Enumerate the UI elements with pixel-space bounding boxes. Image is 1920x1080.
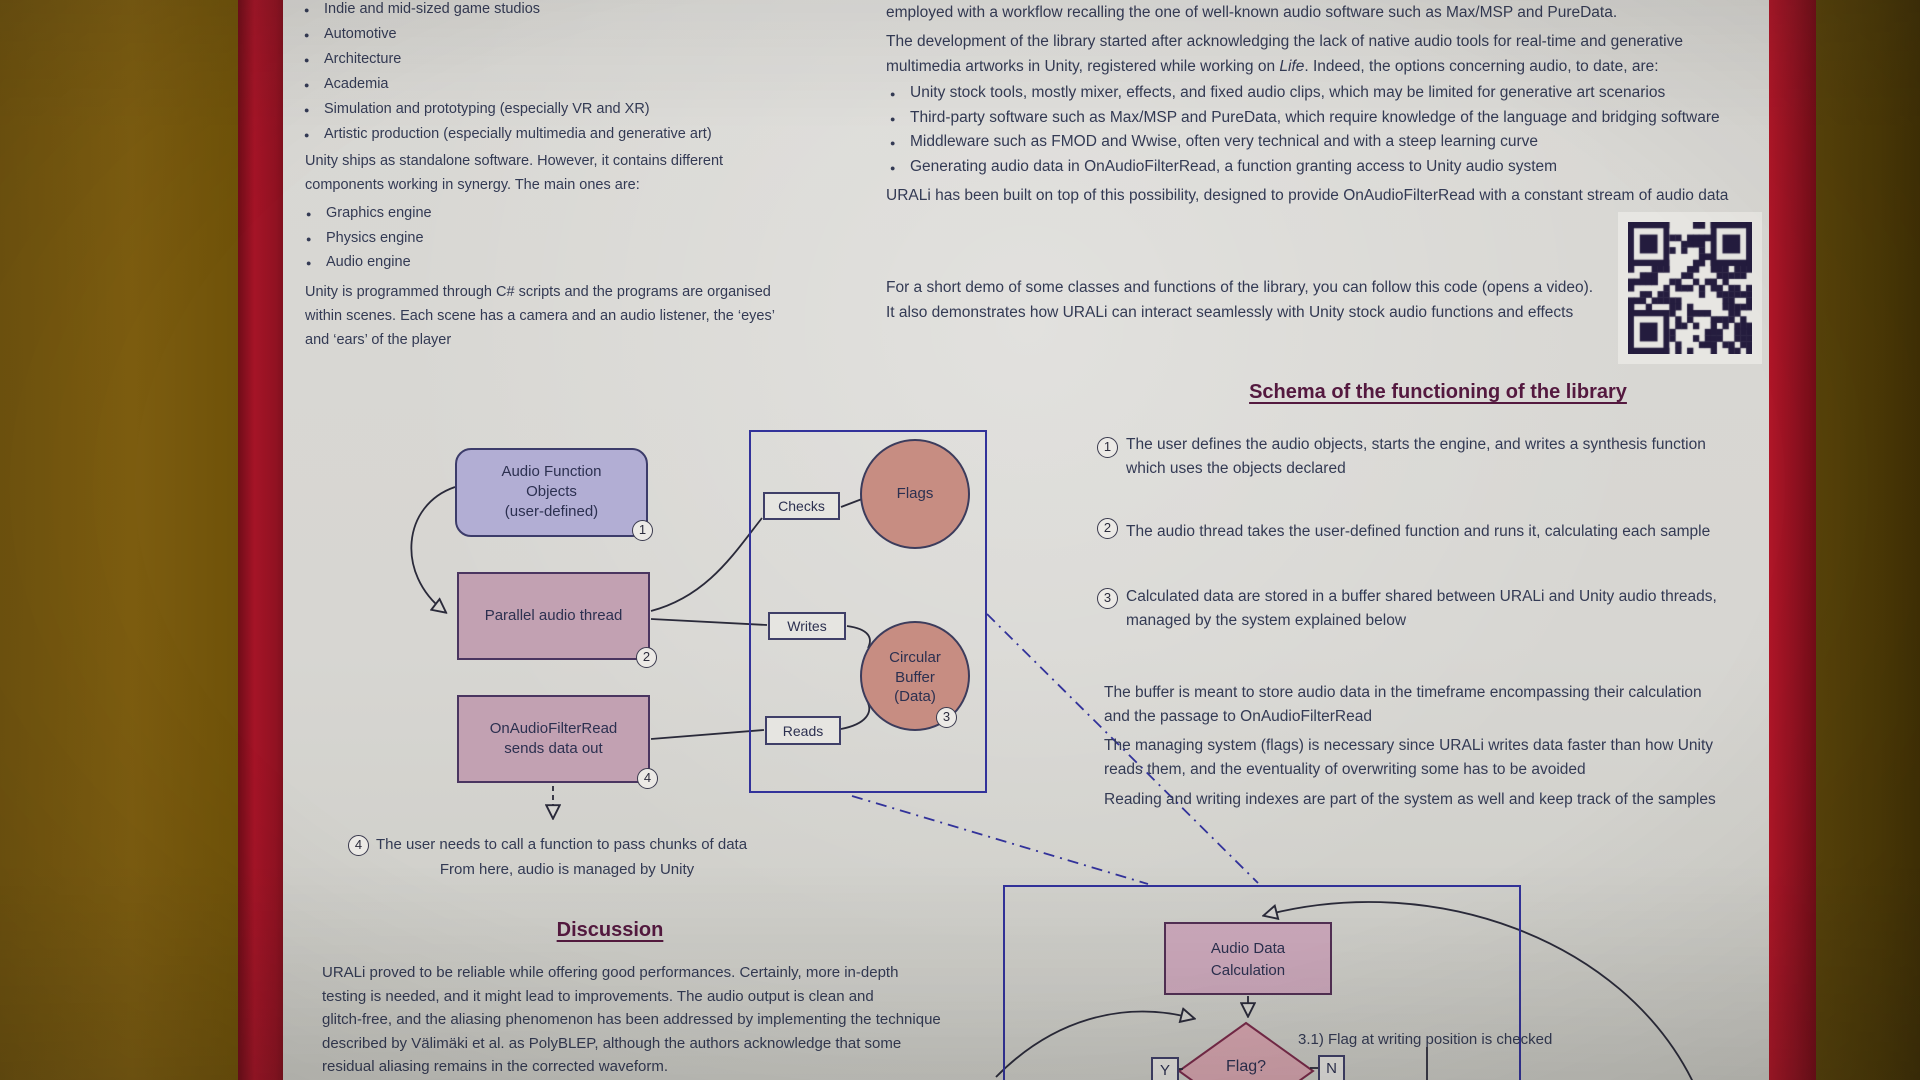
onaudiofilterread-node: OnAudioFilterRead sends data out (457, 695, 650, 783)
list-item: Graphics engine (304, 201, 432, 226)
text-line: testing is needed, and it might lead to … (322, 987, 874, 1005)
text-line: Calculated data are stored in a buffer s… (1126, 588, 1717, 605)
text-line: and the passage to OnAudioFilterRead (1104, 708, 1372, 725)
text-line: Unity ships as standalone software. Howe… (305, 153, 724, 169)
text-line: sends data out (504, 740, 603, 757)
workflow-line: employed with a workflow recalling the o… (886, 4, 1618, 21)
text-line: which uses the objects declared (1126, 460, 1346, 477)
audio-data-calculation-node: Audio Data Calculation (1164, 922, 1332, 995)
audio-options-list: Unity stock tools, mostly mixer, effects… (888, 81, 1720, 181)
text-line: It also demonstrates how URALi can inter… (886, 304, 1574, 321)
text-line: The buffer is meant to store audio data … (1104, 684, 1702, 701)
flags-node: Flags (860, 439, 970, 549)
note-4-line-2: From here, audio is managed by Unity (439, 861, 695, 878)
schema-step-1-badge: 1 (1097, 437, 1118, 458)
note-4-line-1: The user needs to call a function to pas… (376, 836, 748, 853)
unity-scripts-paragraph: Unity is programmed through C# scripts a… (305, 281, 775, 352)
text-line: For a short demo of some classes and fun… (886, 279, 1594, 296)
writes-tag: Writes (768, 612, 846, 640)
text-line: components working in synergy. The main … (305, 177, 640, 193)
text-line: Buffer (895, 668, 935, 686)
text-line: and ‘ears’ of the player (305, 331, 452, 348)
schema-step-3-text: Calculated data are stored in a buffer s… (1126, 585, 1717, 633)
life-title: Life (1279, 57, 1305, 75)
parallel-audio-thread-node: Parallel audio thread (457, 572, 650, 660)
reads-tag: Reads (765, 716, 841, 745)
text-line: The managing system (flags) is necessary… (1104, 737, 1714, 754)
wall-left (0, 0, 240, 1080)
buffer-note-3: Reading and writing indexes are part of … (1104, 791, 1716, 808)
poster-frame-left (238, 0, 285, 1080)
flag-decision-label: Flag? (1225, 1058, 1267, 1075)
text-line: Calculation (1210, 962, 1286, 979)
node-badge-3: 3 (936, 707, 957, 728)
text-line: reads them, and the eventuality of overw… (1104, 761, 1586, 778)
text-line: OnAudioFilterRead (489, 720, 618, 737)
qr-code (1628, 222, 1752, 354)
poster-frame-right (1769, 0, 1818, 1080)
checks-tag: Checks (763, 492, 840, 520)
unity-components-paragraph: Unity ships as standalone software. Howe… (305, 149, 723, 197)
text-line: Audio Function (501, 463, 602, 480)
text-line: Circular (889, 649, 941, 666)
buffer-note-1: The buffer is meant to store audio data … (1104, 681, 1702, 729)
list-item: Artistic production (especially multimed… (302, 122, 712, 148)
schema-step-2-text: The audio thread takes the user-defined … (1126, 523, 1711, 540)
list-item: Indie and mid-sized game studios (302, 0, 712, 23)
list-item: Academia (302, 72, 712, 98)
note-4-badge: 4 (348, 835, 369, 856)
node-badge-4: 4 (637, 768, 658, 789)
schema-step-2-badge: 2 (1097, 518, 1118, 539)
text-line: (user-defined) (504, 503, 599, 520)
schema-heading: Schema of the functioning of the library (1249, 381, 1627, 403)
list-item: Third-party software such as Max/MSP and… (888, 106, 1720, 131)
text-line: The development of the library started a… (886, 33, 1683, 50)
wall-right (1816, 0, 1920, 1080)
text-line: residual aliasing remains in the correct… (322, 1058, 668, 1076)
flowchart-note-31: 3.1) Flag at writing position is checked (1298, 1031, 1553, 1048)
poster-sheet (283, 0, 1771, 1080)
node-badge-2: 2 (636, 647, 657, 668)
text-line: Unity is programmed through C# scripts a… (305, 284, 771, 300)
text-line: glitch-free, and the aliasing phenomenon… (322, 1011, 941, 1029)
flag-no-tag: N (1318, 1055, 1345, 1080)
qr-quiet-zone (1618, 212, 1762, 364)
buffer-system-frame (749, 430, 987, 793)
application-fields-list: Indie and mid-sized game studios Automot… (302, 0, 712, 148)
list-item: Audio engine (304, 250, 432, 275)
text-line: managed by the system explained below (1126, 612, 1407, 629)
node-badge-1: 1 (632, 520, 653, 541)
list-item: Physics engine (304, 226, 432, 250)
text-line: URALi proved to be reliable while offeri… (322, 964, 899, 981)
list-item: Simulation and prototyping (especially V… (302, 97, 712, 123)
audio-function-objects-node: Audio Function Objects (user-defined) (455, 448, 648, 537)
schema-step-3-badge: 3 (1097, 588, 1118, 609)
text-line: Audio Data (1210, 940, 1286, 957)
text-line: multimedia artworks in Unity, registered… (886, 57, 1659, 75)
list-item: Generating audio data in OnAudioFilterRe… (888, 155, 1720, 180)
schema-step-1-text: The user defines the audio objects, star… (1126, 433, 1706, 481)
demo-paragraph: For a short demo of some classes and fun… (886, 275, 1593, 325)
text-line: The user defines the audio objects, star… (1126, 436, 1706, 453)
list-item: Architecture (302, 47, 712, 73)
discussion-heading: Discussion (556, 919, 664, 941)
text-line: Objects (526, 483, 577, 500)
list-item: Middleware such as FMOD and Wwise, often… (888, 130, 1720, 155)
text-line: within scenes. Each scene has a camera a… (305, 307, 775, 324)
buffer-note-2: The managing system (flags) is necessary… (1104, 734, 1713, 782)
list-item: Automotive (302, 22, 712, 48)
development-paragraph: The development of the library started a… (886, 30, 1683, 79)
text-line: Parallel audio thread (484, 607, 623, 624)
text-line: described by Välimäki et al. as PolyBLEP… (322, 1034, 902, 1052)
flowchart-frame (1003, 885, 1521, 1080)
engine-list: Graphics engine Physics engine Audio eng… (304, 201, 432, 275)
urali-built-line: URALi has been built on top of this poss… (886, 187, 1729, 204)
list-item: Unity stock tools, mostly mixer, effects… (888, 81, 1720, 106)
flag-yes-tag: Y (1151, 1057, 1179, 1080)
discussion-paragraph: URALi proved to be reliable while offeri… (322, 961, 941, 1079)
text-line: (Data) (894, 688, 936, 705)
